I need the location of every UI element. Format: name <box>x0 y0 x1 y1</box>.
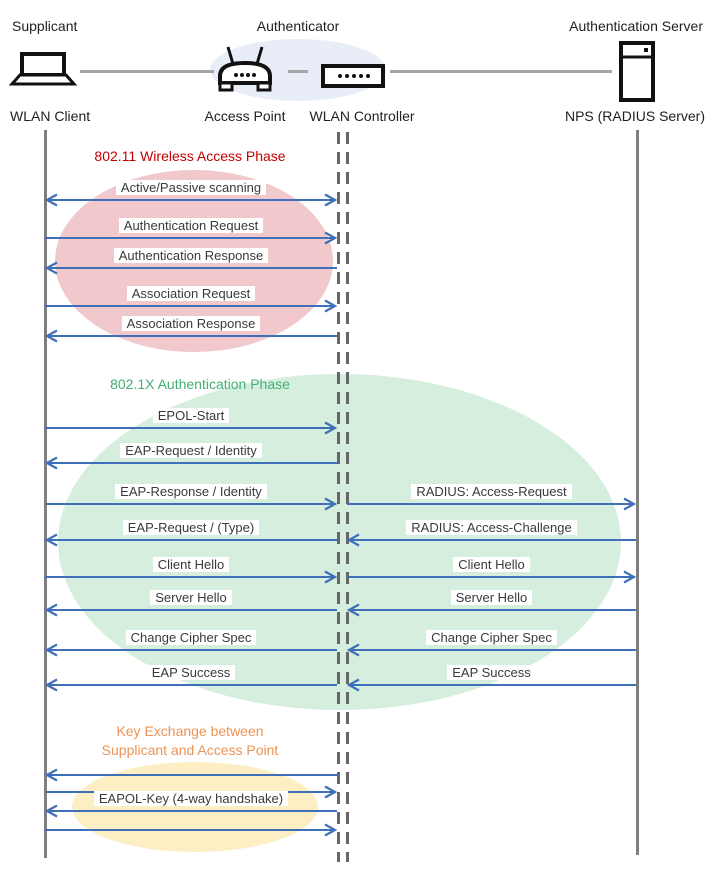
message-label: EAP-Request / (Type) <box>45 519 337 537</box>
phase3-title-line2: Supplicant and Access Point <box>101 742 279 758</box>
label-wlan-controller: WLAN Controller <box>309 108 415 124</box>
message-arrow <box>45 823 338 837</box>
message-label: Authentication Request <box>45 217 337 235</box>
message-arrow <box>45 497 338 511</box>
server-icon <box>619 41 655 102</box>
message-arrow <box>45 231 338 245</box>
phase3-title-line1: Key Exchange between <box>116 723 264 739</box>
message-arrow <box>346 603 636 617</box>
message-label: Authentication Response <box>45 247 337 265</box>
role-supplicant: Supplicant <box>12 18 78 34</box>
connector-controller-server <box>390 70 612 73</box>
message-label: EAP-Response / Identity <box>45 483 337 501</box>
message-arrow <box>44 456 337 470</box>
message-label: Change Cipher Spec <box>347 629 636 647</box>
message-arrow <box>45 299 338 313</box>
connector-ap-controller <box>288 70 308 73</box>
message-label: Server Hello <box>347 589 636 607</box>
message-label: EAP-Request / Identity <box>45 442 337 460</box>
message-label: EAPOL-Key (4-way handshake) <box>45 790 337 808</box>
message-label: RADIUS: Access-Challenge <box>347 519 636 537</box>
role-authenticator: Authenticator <box>256 18 340 34</box>
message-label: Association Response <box>45 315 337 333</box>
message-arrow <box>44 533 337 547</box>
message-label: EAP Success <box>347 664 636 682</box>
message-label: Active/Passive scanning <box>45 179 337 197</box>
lifeline-wlan-controller-right <box>346 132 349 862</box>
message-arrow <box>347 497 637 511</box>
phase1-title: 802.11 Wireless Access Phase <box>94 148 286 164</box>
message-label: RADIUS: Access-Request <box>347 483 636 501</box>
message-arrow <box>347 570 637 584</box>
message-arrow <box>44 643 337 657</box>
message-arrow <box>44 261 337 275</box>
message-label: EPOL-Start <box>45 407 337 425</box>
role-auth-server: Authentication Server <box>569 18 703 34</box>
message-label: Server Hello <box>45 589 337 607</box>
label-nps: NPS (RADIUS Server) <box>564 108 705 124</box>
wlan-controller-icon <box>321 64 385 88</box>
connector-client-ap <box>80 70 214 73</box>
message-arrow <box>346 678 636 692</box>
message-arrow <box>44 603 337 617</box>
message-label: Association Request <box>45 285 337 303</box>
access-point-icon <box>218 46 272 92</box>
phase3-title: Key Exchange between Supplicant and Acce… <box>40 722 340 760</box>
label-access-point: Access Point <box>204 108 286 124</box>
message-label: EAP Success <box>45 664 337 682</box>
message-label: Client Hello <box>45 556 337 574</box>
message-arrow <box>44 768 337 782</box>
laptop-icon <box>9 52 77 86</box>
message-arrow <box>346 533 636 547</box>
message-arrow <box>44 193 338 207</box>
message-arrow <box>44 329 337 343</box>
message-label: Change Cipher Spec <box>45 629 337 647</box>
message-label: Client Hello <box>347 556 636 574</box>
message-arrow <box>45 570 338 584</box>
message-arrow <box>346 643 636 657</box>
lifeline-nps <box>636 130 639 855</box>
phase3-ellipse <box>72 762 318 852</box>
message-arrow <box>44 678 337 692</box>
lifeline-wlan-controller-left <box>337 132 340 862</box>
lifeline-wlan-client <box>44 130 47 858</box>
label-wlan-client: WLAN Client <box>10 108 91 124</box>
phase2-title: 802.1X Authentication Phase <box>110 376 290 392</box>
message-arrow <box>45 421 338 435</box>
message-arrow <box>44 804 337 818</box>
